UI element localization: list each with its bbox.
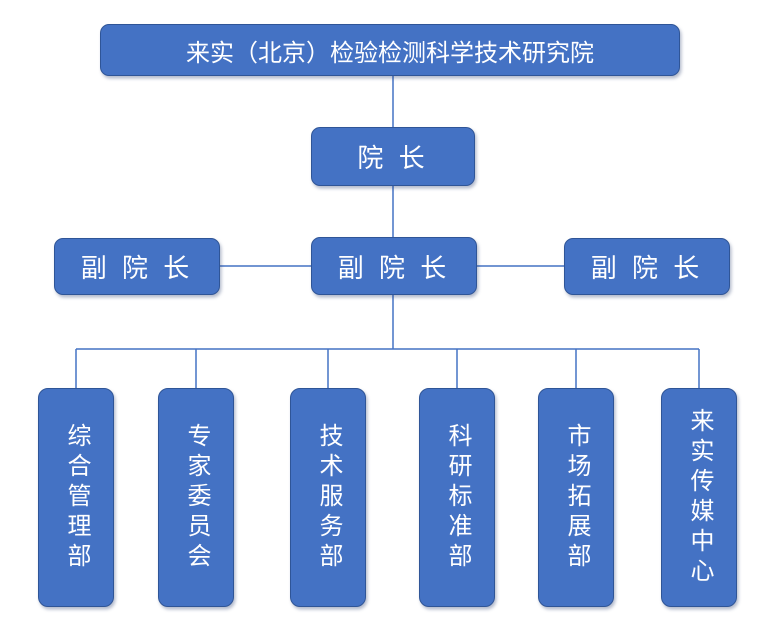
org-box-root[interactable]: 来实（北京）检验检测科学技术研究院 [100,24,680,76]
org-box-dept-research-standards[interactable]: 科研标准部 [419,388,495,607]
org-box-dept-research-standards-label: 科研标准部 [444,422,471,573]
org-box-vice-president-2[interactable]: 副 院 长 [311,237,477,295]
org-box-dept-expert-committee[interactable]: 专家委员会 [158,388,234,607]
org-box-dept-technical-service-label: 技术服务部 [315,422,342,573]
org-box-vice-president-3-label: 副 院 长 [590,253,704,283]
org-box-root-label: 来实（北京）检验检测科学技术研究院 [186,39,594,67]
org-box-vice-president-2-label: 副 院 长 [337,252,451,283]
org-box-dept-market-expansion[interactable]: 市场拓展部 [538,388,614,607]
org-box-president-label: 院 长 [357,143,429,173]
org-box-vice-president-1[interactable]: 副 院 长 [54,238,220,295]
org-box-dept-market-expansion-label: 市场拓展部 [563,422,590,573]
org-box-dept-expert-committee-label: 专家委员会 [183,422,210,573]
org-box-dept-media-center-label: 来实传媒中心 [686,407,713,588]
org-box-dept-technical-service[interactable]: 技术服务部 [290,388,366,607]
org-box-vice-president-1-label: 副 院 长 [80,253,194,283]
org-box-dept-general-management-label: 综合管理部 [63,422,90,573]
org-box-vice-president-3[interactable]: 副 院 长 [564,238,730,295]
org-box-dept-media-center[interactable]: 来实传媒中心 [661,388,737,607]
org-box-president[interactable]: 院 长 [311,127,475,186]
org-box-dept-general-management[interactable]: 综合管理部 [38,388,114,607]
